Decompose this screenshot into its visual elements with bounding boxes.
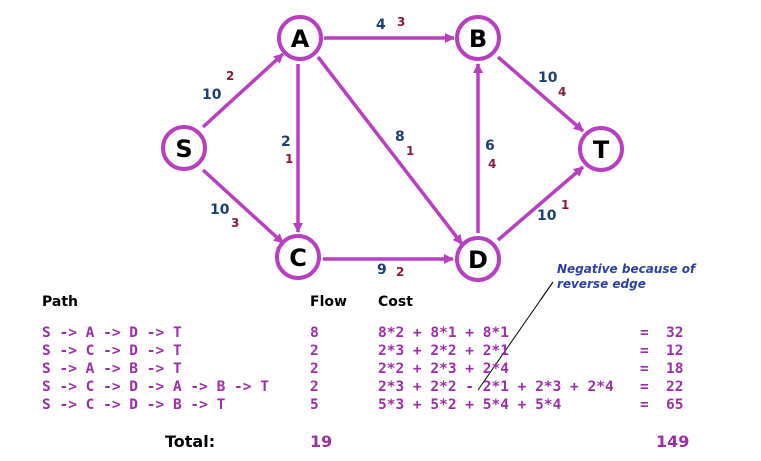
row-result: 12 [666, 343, 684, 359]
edge-a-c-capacity: 2 [281, 134, 291, 150]
edge-s-a [201, 52, 285, 129]
annotation-line-2: reverse edge [557, 277, 646, 291]
edge-c-d-cost: 2 [396, 265, 404, 279]
row-result: 22 [666, 379, 684, 395]
edge-d-t-cost: 1 [561, 198, 569, 212]
edge-d-t-capacity: 10 [537, 208, 557, 224]
row-path: S -> C -> D -> T [42, 343, 182, 359]
row-equals: = [640, 325, 649, 341]
node-d: D [455, 236, 501, 282]
header-path: Path [42, 294, 78, 310]
annotation-line-1: Negative because of [557, 262, 697, 276]
row-equals: = [640, 397, 649, 413]
row-result: 18 [666, 361, 684, 377]
row-cost: 2*3 + 2*2 - 2*1 + 2*3 + 2*4 [378, 379, 614, 395]
edge-s-c [201, 168, 285, 245]
edge-a-d [316, 55, 464, 246]
row-path: S -> C -> D -> A -> B -> T [42, 379, 269, 395]
row-equals: = [640, 343, 649, 359]
total-label: Total: [165, 432, 216, 451]
edge-d-b-cost: 4 [488, 157, 496, 171]
edge-b-t [496, 55, 585, 133]
row-equals: = [640, 361, 649, 377]
edge-b-t-capacity: 10 [538, 70, 558, 86]
node-a: A [277, 15, 323, 61]
total-cost: 149 [656, 432, 690, 451]
row-equals: = [640, 379, 649, 395]
edge-d-t [496, 165, 585, 242]
row-cost: 8*2 + 8*1 + 8*1 [378, 325, 509, 341]
node-t: T [578, 126, 624, 172]
row-cost: 2*2 + 2*3 + 2*4 [378, 361, 509, 377]
row-result: 65 [666, 397, 684, 413]
edge-a-b-capacity: 4 [376, 17, 386, 33]
edge-c-d-capacity: 9 [377, 262, 387, 278]
edge-a-c-cost: 1 [285, 152, 293, 166]
svg-text:T: T [593, 136, 610, 164]
node-s: S [161, 125, 207, 171]
row-cost: 5*3 + 5*2 + 5*4 + 5*4 [378, 397, 562, 413]
flow-network-diagram: S A B C D T 10 2 10 3 4 3 2 1 8 1 10 4 6… [161, 15, 697, 300]
row-cost: 2*3 + 2*2 + 2*1 [378, 343, 509, 359]
row-flow: 8 [310, 325, 319, 341]
row-result: 32 [666, 325, 684, 341]
row-flow: 5 [310, 397, 319, 413]
row-path: S -> C -> D -> B -> T [42, 397, 226, 413]
edge-s-c-capacity: 10 [210, 202, 230, 218]
row-path: S -> A -> D -> T [42, 325, 182, 341]
header-flow: Flow [310, 294, 347, 310]
edge-s-a-capacity: 10 [202, 87, 222, 103]
svg-text:D: D [468, 246, 488, 274]
header-cost: Cost [378, 294, 413, 310]
edge-a-d-capacity: 8 [395, 129, 405, 145]
svg-text:S: S [175, 135, 192, 163]
row-flow: 2 [310, 361, 319, 377]
edge-d-b-capacity: 6 [485, 138, 495, 154]
edge-b-t-cost: 4 [558, 85, 566, 99]
svg-text:B: B [469, 25, 487, 53]
edge-s-c-cost: 3 [231, 216, 239, 230]
total-flow: 19 [310, 432, 333, 451]
edge-s-a-cost: 2 [226, 69, 234, 83]
row-flow: 2 [310, 343, 319, 359]
edge-a-d-cost: 1 [406, 144, 414, 158]
svg-text:C: C [289, 244, 307, 272]
edge-a-b-cost: 3 [397, 15, 405, 29]
node-c: C [275, 234, 321, 280]
row-flow: 2 [310, 379, 319, 395]
svg-text:A: A [291, 25, 310, 53]
node-b: B [455, 15, 501, 61]
row-path: S -> A -> B -> T [42, 361, 182, 377]
